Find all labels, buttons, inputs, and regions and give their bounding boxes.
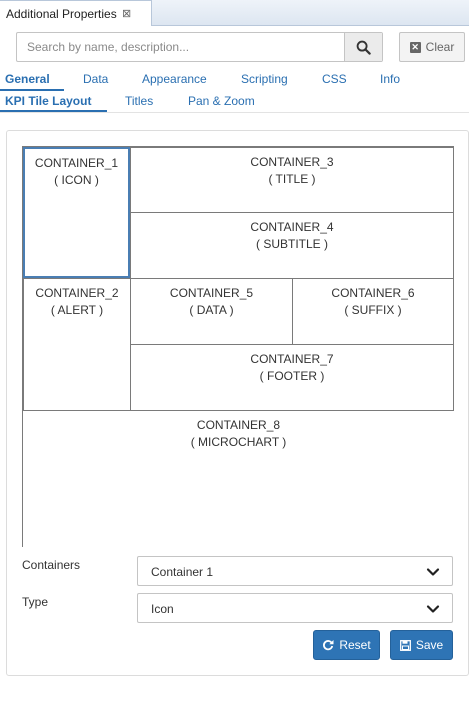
clear-label: Clear [425, 40, 455, 54]
container-role: ( ICON ) [54, 173, 99, 187]
tab-divider [0, 112, 469, 113]
container-name: CONTAINER_8 [196, 418, 281, 432]
save-button[interactable]: Save [390, 630, 453, 660]
reset-label: Reset [339, 638, 371, 652]
tab-kpi-tile-layout[interactable]: KPI Tile Layout [5, 94, 92, 108]
search-box [16, 32, 383, 62]
containers-select[interactable]: Container 1 [137, 556, 453, 586]
container-1-cell[interactable]: CONTAINER_1 ( ICON ) [23, 147, 130, 278]
clear-button[interactable]: ✕ Clear [399, 32, 465, 62]
container-name: CONTAINER_2 [35, 286, 119, 300]
container-role: ( MICROCHART ) [190, 435, 287, 449]
tab-data[interactable]: Data [83, 72, 109, 86]
tab-general[interactable]: General [5, 72, 50, 86]
tab-active-indicator [0, 89, 64, 91]
refresh-icon [323, 640, 334, 651]
view-tab-additional-properties[interactable]: Additional Properties ⊠ [0, 0, 152, 26]
container-5-cell[interactable]: CONTAINER_5 ( DATA ) [130, 278, 293, 345]
type-select[interactable]: Icon [137, 593, 453, 623]
container-2-cell[interactable]: CONTAINER_2 ( ALERT ) [23, 278, 131, 411]
containers-value: Container 1 [151, 565, 214, 579]
container-role: ( FOOTER ) [259, 369, 325, 383]
containers-label: Containers [22, 558, 81, 572]
container-role: ( TITLE ) [268, 172, 316, 186]
container-3-cell[interactable]: CONTAINER_3 ( TITLE ) [130, 147, 454, 213]
tab-scripting[interactable]: Scripting [241, 72, 288, 86]
view-tab-strip: Additional Properties ⊠ [0, 0, 469, 26]
kpi-tile-layout-grid: CONTAINER_1 ( ICON ) CONTAINER_3 ( TITLE… [22, 146, 454, 547]
container-role: ( ALERT ) [50, 303, 104, 317]
subtab-active-indicator [0, 110, 107, 112]
search-button[interactable] [344, 33, 382, 61]
close-icon[interactable]: ⊠ [122, 8, 132, 20]
search-input[interactable] [17, 33, 345, 61]
container-name: CONTAINER_7 [250, 352, 334, 366]
chevron-down-icon [426, 605, 440, 613]
search-icon [356, 40, 371, 55]
save-icon [399, 639, 411, 651]
container-role: ( SUBTITLE ) [255, 237, 328, 251]
tab-info[interactable]: Info [380, 72, 401, 86]
save-label: Save [415, 638, 444, 652]
tab-css[interactable]: CSS [322, 72, 347, 86]
container-8-cell[interactable]: CONTAINER_8 ( MICROCHART ) [23, 410, 454, 547]
container-6-cell[interactable]: CONTAINER_6 ( SUFFIX ) [292, 278, 454, 345]
reset-button[interactable]: Reset [313, 630, 380, 660]
tab-titles[interactable]: Titles [125, 94, 154, 108]
container-name: CONTAINER_1 [34, 156, 119, 170]
container-7-cell[interactable]: CONTAINER_7 ( FOOTER ) [130, 344, 454, 411]
clear-icon: ✕ [409, 41, 421, 53]
type-label: Type [22, 595, 49, 609]
container-4-cell[interactable]: CONTAINER_4 ( SUBTITLE ) [130, 212, 454, 279]
tab-appearance[interactable]: Appearance [142, 72, 207, 86]
container-name: CONTAINER_5 [169, 286, 254, 300]
container-name: CONTAINER_4 [250, 220, 334, 234]
tab-pan-zoom[interactable]: Pan & Zoom [188, 94, 255, 108]
container-role: ( DATA ) [189, 303, 234, 317]
type-value: Icon [151, 602, 174, 616]
container-name: CONTAINER_6 [331, 286, 415, 300]
view-tab-title: Additional Properties [6, 7, 117, 21]
chevron-down-icon [426, 568, 440, 576]
container-role: ( SUFFIX ) [344, 303, 402, 317]
container-name: CONTAINER_3 [250, 155, 334, 169]
